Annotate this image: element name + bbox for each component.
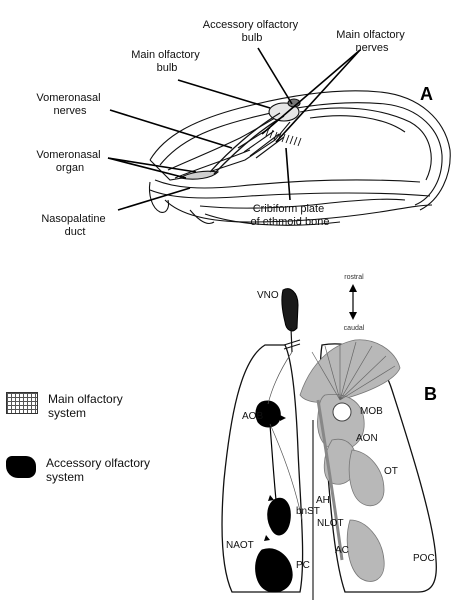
label-vno-line1: Vomeronasal — [36, 149, 100, 161]
leader-main-nerves-2 — [276, 50, 360, 142]
palate — [155, 180, 420, 188]
label-vomeronasal-organ: Vomeronasal organ — [36, 149, 103, 174]
label-vomeronasal-nerves: Vomeronasal nerves — [36, 92, 103, 117]
axis-arrow-up — [349, 284, 357, 292]
axis-arrow-down — [349, 312, 357, 320]
legend-item-accessory: Accessory olfactory system — [6, 456, 150, 484]
label-vno-line2: organ — [56, 162, 84, 174]
label-naot: NAOT — [226, 540, 254, 551]
label-vnn-line1: Vomeronasal — [36, 92, 100, 104]
label-mon-line1: Main olfactory — [336, 29, 405, 41]
panel-a-letter: A — [420, 84, 433, 104]
label-npd-line2: duct — [65, 226, 86, 238]
label-mon-line2: nerves — [355, 42, 389, 54]
black-swatch-icon — [6, 456, 36, 478]
label-vno: VNO — [257, 290, 279, 301]
label-aon: AON — [356, 433, 378, 444]
vomeronasal-nerve-path — [210, 113, 280, 172]
legend-text-main: Main olfactory system — [48, 392, 123, 420]
brain-curve-2 — [310, 116, 405, 132]
label-main-olfactory-nerves: Main olfactory nerves — [336, 29, 408, 54]
leader-main-nerves — [262, 50, 360, 134]
label-bnst: bnST — [296, 506, 320, 517]
label-mob: MOB — [360, 406, 383, 417]
label-poc: POC — [413, 553, 435, 564]
label-mob-line1: Main olfactory — [131, 49, 200, 61]
label-npd-line1: Nasopalatine — [41, 213, 105, 225]
label-aob-line1: Accessory olfactory — [203, 19, 299, 31]
panel-b-letter: B — [424, 384, 437, 404]
panel-a-leaders — [108, 48, 360, 210]
label-ah: AH — [316, 495, 330, 506]
mob-white-dot — [333, 403, 351, 421]
vno-shape — [282, 289, 298, 331]
label-cp-line1: Cribiform plate — [253, 203, 325, 215]
grid-swatch-icon — [6, 392, 38, 414]
leader-cribriform — [286, 148, 290, 200]
legend-item-main: Main olfactory system — [6, 392, 123, 420]
label-nasopalatine-duct: Nasopalatine duct — [41, 213, 108, 238]
leader-main-bulb — [178, 80, 270, 108]
label-cribiform-plate: Cribiform plate of ethmoid bone — [251, 203, 330, 228]
leader-accessory-bulb — [258, 48, 292, 104]
nasal-cavity — [150, 122, 290, 180]
axis-rostral: rostral — [344, 274, 364, 281]
label-nlot: NLOT — [317, 518, 344, 529]
vno-nerve — [291, 328, 292, 352]
label-main-olfactory-bulb: Main olfactory bulb — [131, 49, 203, 74]
brain-curve — [300, 108, 431, 180]
label-aob: AOB — [242, 411, 263, 422]
axis-caudal: caudal — [344, 325, 365, 332]
label-mob-line2: bulb — [157, 62, 178, 74]
panel-a-labels: Accessory olfactory bulb Main olfactory … — [36, 19, 433, 238]
label-ot: OT — [384, 466, 398, 477]
panel-b: rostral caudal — [222, 274, 436, 600]
label-accessory-olfactory-bulb: Accessory olfactory bulb — [203, 19, 301, 44]
label-pc: PC — [296, 560, 310, 571]
label-ac: AC — [335, 545, 349, 556]
label-cp-line2: of ethmoid bone — [251, 216, 330, 228]
label-aob-line2: bulb — [242, 32, 263, 44]
legend-text-accessory: Accessory olfactory system — [46, 456, 150, 484]
medial-amygdala-black — [268, 498, 291, 535]
label-vnn-line2: nerves — [53, 105, 87, 117]
lower-incisor — [190, 210, 214, 224]
